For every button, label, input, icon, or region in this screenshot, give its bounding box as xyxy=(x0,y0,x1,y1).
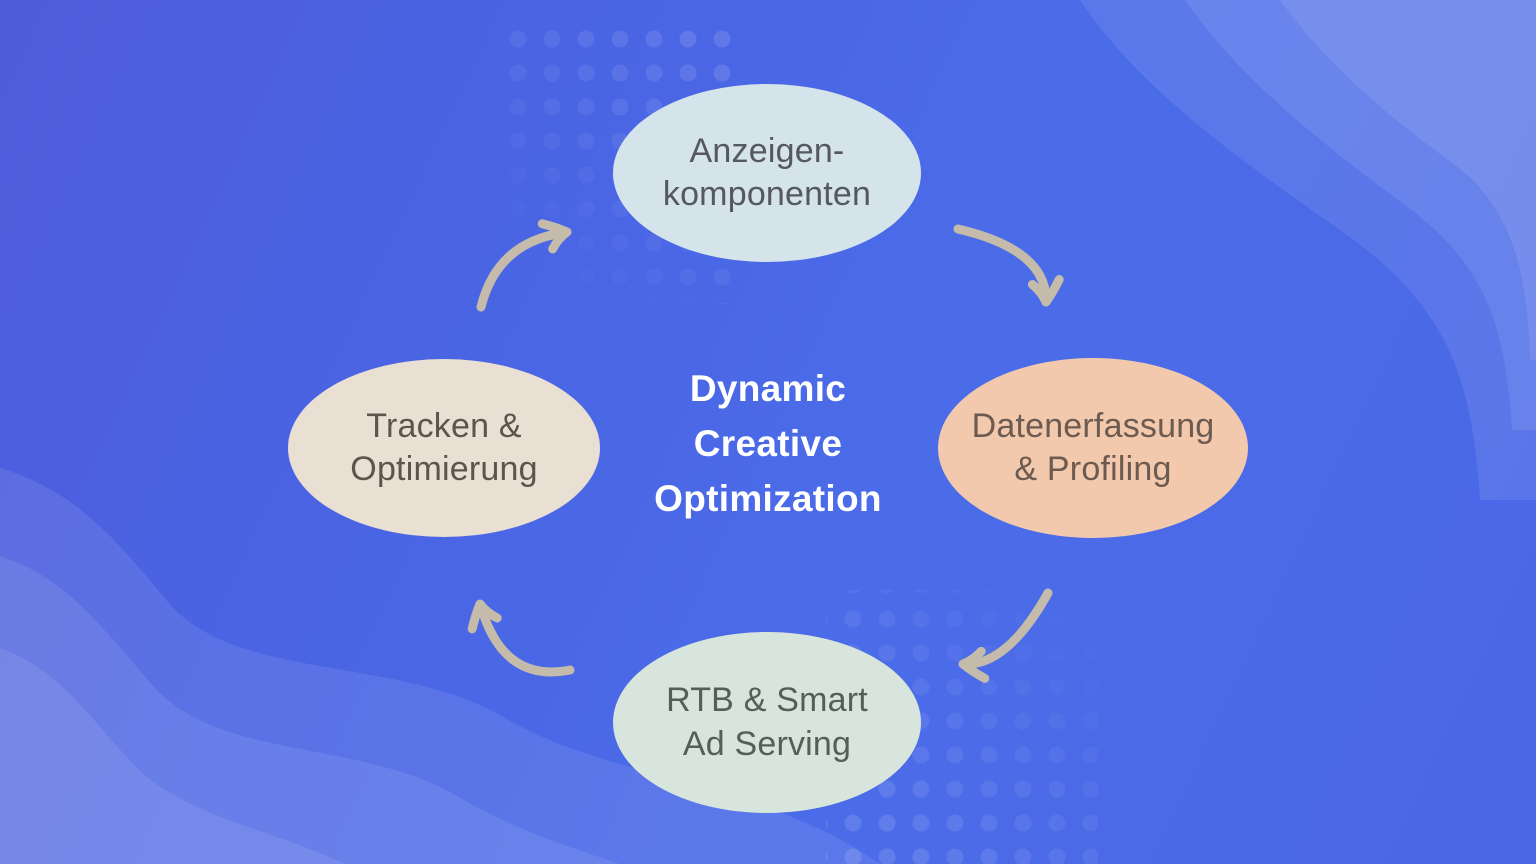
node-label: Tracken & Optimierung xyxy=(350,405,537,491)
title-line: Dynamic xyxy=(689,368,847,409)
node-label: RTB & Smart Ad Serving xyxy=(666,679,868,765)
wave-top-right-mid xyxy=(1185,0,1536,430)
node-rtb-smart-ad-serving: RTB & Smart Ad Serving xyxy=(613,632,921,813)
node-label-line: komponenten xyxy=(662,175,872,213)
node-label-line: Tracken & xyxy=(366,406,522,445)
wave-bottom-left-inner xyxy=(0,648,345,864)
title-line: Creative xyxy=(693,423,843,464)
node-label-line: & Profiling xyxy=(1014,450,1172,488)
node-datenerfassung-profiling: Datenerfassung & Profiling xyxy=(938,358,1248,538)
diagram-title: Dynamic Creative Optimization xyxy=(593,361,943,526)
node-label-line: Optimierung xyxy=(350,450,538,488)
node-anzeigen-komponenten: Anzeigen- komponenten xyxy=(613,84,921,262)
title-line: Optimization xyxy=(654,478,882,519)
wave-bottom-left-outer xyxy=(0,468,880,864)
wave-bottom-left-mid xyxy=(0,556,620,864)
node-label-line: Anzeigen- xyxy=(689,131,845,170)
node-label: Datenerfassung & Profiling xyxy=(972,405,1215,491)
node-label-line: Datenerfassung xyxy=(971,406,1215,445)
node-label-line: RTB & Smart xyxy=(666,681,868,720)
node-tracken-optimierung: Tracken & Optimierung xyxy=(288,359,600,537)
node-label-line: Ad Serving xyxy=(682,724,852,763)
node-label: Anzeigen- komponenten xyxy=(663,130,871,216)
wave-top-right-inner xyxy=(1280,0,1536,360)
wave-top-right-outer xyxy=(1080,0,1536,500)
